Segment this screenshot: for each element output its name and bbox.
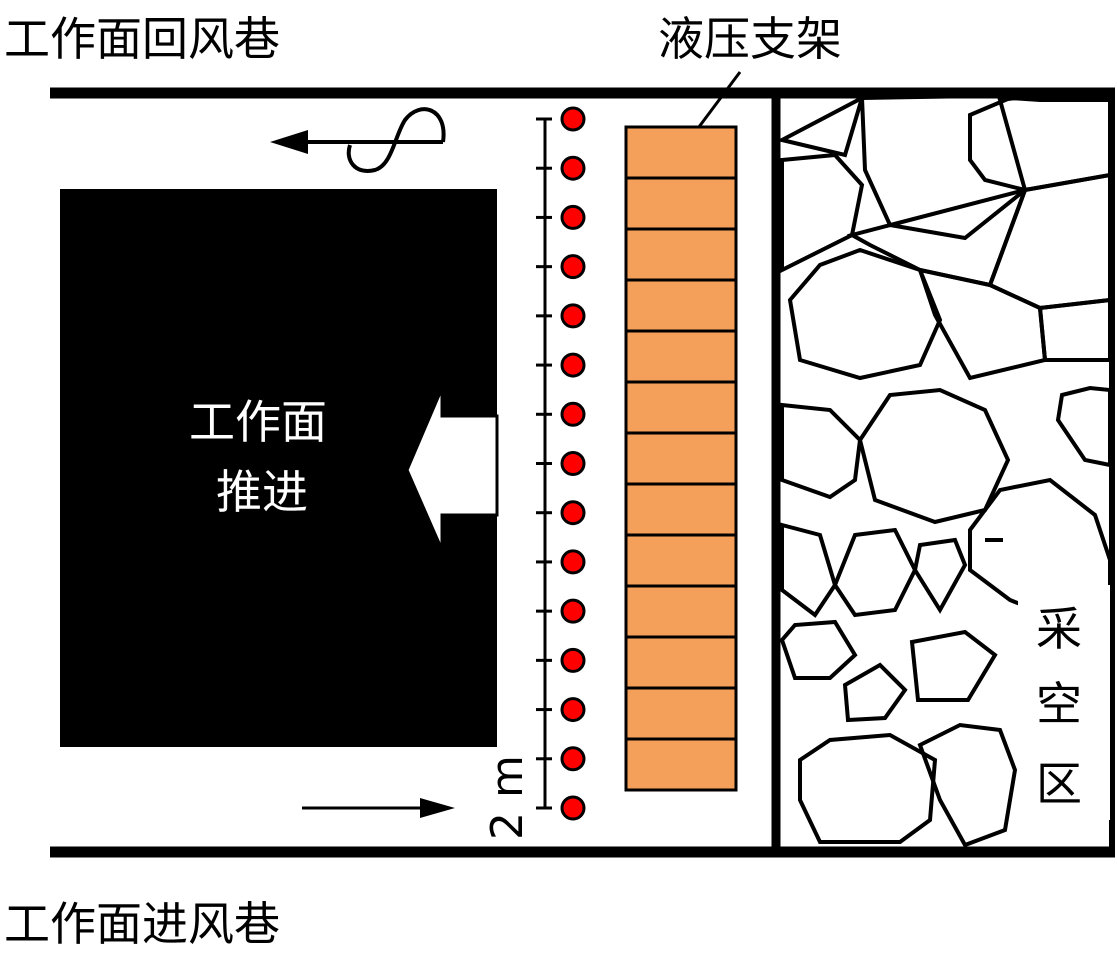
- monitoring-point: [560, 451, 586, 476]
- monitoring-point: [560, 549, 586, 575]
- rock: [832, 527, 918, 618]
- monitoring-point: [560, 155, 586, 181]
- hydraulic-support-label: 液压支架: [658, 12, 842, 66]
- rock: [968, 95, 1112, 193]
- support-unit: [624, 176, 738, 231]
- monitoring-point: [560, 204, 586, 230]
- support-unit: [624, 584, 738, 639]
- spacing-scale: [536, 117, 552, 810]
- monitoring-point: [560, 598, 586, 624]
- rock: [780, 402, 863, 500]
- monitoring-point: [560, 401, 586, 427]
- monitoring-points: [560, 106, 586, 821]
- support-unit: [624, 686, 738, 741]
- hydraulic-support: [624, 125, 738, 792]
- rock: [842, 662, 908, 723]
- gob-label-bg: [1018, 585, 1110, 820]
- rock: [846, 187, 1029, 288]
- rock: [787, 247, 943, 381]
- intake-airflow-arrow: [302, 798, 455, 818]
- spacing-label: 2 m: [482, 755, 533, 840]
- gob-label-3: 区: [1036, 757, 1082, 811]
- monitoring-point: [560, 303, 586, 329]
- rock: [909, 629, 998, 702]
- rock: [1055, 385, 1112, 468]
- face-advance-label-1: 工作面: [189, 395, 327, 449]
- face-advance-label-2: 推进: [216, 465, 308, 519]
- monitoring-point: [560, 254, 586, 280]
- support-unit: [624, 482, 738, 537]
- rock: [798, 732, 938, 844]
- rock: [776, 94, 866, 158]
- intake-airway-label: 工作面进风巷: [4, 897, 280, 951]
- monitoring-point: [560, 795, 586, 821]
- rock: [780, 522, 838, 618]
- monitoring-point: [560, 697, 586, 723]
- support-unit: [624, 329, 738, 384]
- support-unit: [624, 380, 738, 435]
- gob-label-1: 采: [1036, 602, 1082, 656]
- rock: [1037, 297, 1112, 362]
- gob-label-2: 空: [1036, 677, 1082, 731]
- rock: [779, 619, 858, 680]
- support-unit: [624, 635, 738, 690]
- support-unit: [624, 533, 738, 588]
- rock: [912, 537, 968, 614]
- support-unit: [624, 227, 738, 282]
- rock: [916, 267, 1048, 381]
- monitoring-point: [560, 106, 586, 132]
- rock: [857, 387, 1011, 525]
- monitoring-point: [560, 647, 586, 673]
- rock: [780, 152, 865, 274]
- support-unit: [624, 431, 738, 486]
- monitoring-point: [560, 352, 586, 378]
- monitoring-point: [560, 500, 586, 526]
- return-airway-label: 工作面回风巷: [4, 12, 280, 66]
- gob-rocks: [776, 93, 1112, 848]
- support-unit: [624, 125, 738, 180]
- support-unit: [624, 737, 738, 792]
- rock: [859, 93, 1041, 241]
- return-airflow-arrow: [270, 107, 446, 173]
- monitoring-point: [560, 746, 586, 772]
- advance-arrow-icon: [405, 387, 499, 551]
- support-unit: [624, 278, 738, 333]
- rock: [917, 722, 1018, 848]
